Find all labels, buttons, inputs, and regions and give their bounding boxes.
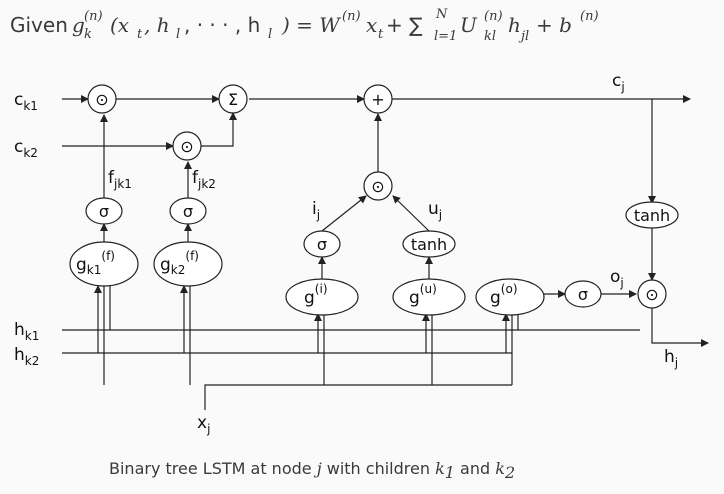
label-ij: ij <box>312 199 320 222</box>
sigma-node-f1: σ <box>85 197 123 225</box>
operator-nodes: ⊙ ⊙ Σ + ⊙ ⊙ σ σ <box>85 84 679 309</box>
label-fjk2: fjk2 <box>192 168 216 191</box>
svg-text:, h: , h <box>144 13 170 37</box>
sum-node: Σ <box>218 84 248 114</box>
svg-text:σ: σ <box>99 202 109 221</box>
g-node-update: g(u) <box>392 278 466 316</box>
svg-text:(n): (n) <box>84 9 103 24</box>
label-hk2: hk2 <box>14 345 39 368</box>
svg-text:tanh: tanh <box>411 235 447 254</box>
input-labels: ck1 ck2 hk1 hk2 xj cj hj <box>14 71 678 436</box>
svg-text:Given: Given <box>10 13 68 37</box>
g-node-output: g(o) <box>475 278 545 316</box>
svg-text:gk1(f): gk1(f) <box>76 249 115 277</box>
svg-text:g: g <box>72 13 85 37</box>
svg-text:⊙: ⊙ <box>180 137 193 156</box>
g-node-input: g(i) <box>285 278 359 316</box>
svg-text:(n): (n) <box>580 9 599 24</box>
svg-text:(n): (n) <box>342 9 361 24</box>
label-ck1: ck1 <box>14 90 38 113</box>
svg-text:t: t <box>378 27 384 42</box>
header-equation: Given g k (n) (x t , h l , · · · , h l )… <box>10 7 599 44</box>
svg-text:tanh: tanh <box>634 206 670 225</box>
svg-text:⊙: ⊙ <box>645 285 658 304</box>
svg-text:l=1: l=1 <box>434 29 457 44</box>
gate-labels: fjk1 fjk2 ij uj oj <box>108 168 624 290</box>
svg-text:g(o): g(o) <box>490 282 518 308</box>
svg-text:+: + <box>371 90 384 109</box>
svg-text:x: x <box>366 13 377 37</box>
svg-text:, · · · , h: , · · · , h <box>184 13 260 37</box>
svg-text:N: N <box>435 7 448 22</box>
g-node-k1-forget: gk1(f) <box>69 241 139 287</box>
svg-text:σ: σ <box>578 285 588 304</box>
label-xj: xj <box>197 413 210 436</box>
sigma-node-f2: σ <box>169 197 207 225</box>
g-node-k2-forget: gk2(f) <box>153 241 223 287</box>
svg-text:(x: (x <box>110 13 129 37</box>
label-hj: hj <box>664 347 678 370</box>
svg-text:Binary tree LSTM at node j wit: Binary tree LSTM at node j with children… <box>109 459 515 482</box>
mul-node-output: ⊙ <box>637 279 667 309</box>
svg-text:kl: kl <box>484 29 496 44</box>
mul-node-ck1: ⊙ <box>87 84 117 114</box>
svg-text:jl: jl <box>518 29 529 44</box>
tanh-node-u: tanh <box>402 230 456 258</box>
plus-node: + <box>363 84 393 114</box>
sigma-node-o: σ <box>564 280 602 308</box>
label-cj: cj <box>612 71 625 94</box>
svg-text:gk2(f): gk2(f) <box>160 249 199 277</box>
svg-text:σ: σ <box>183 202 193 221</box>
svg-text:Σ: Σ <box>228 90 238 109</box>
label-oj: oj <box>610 267 624 290</box>
label-fjk1: fjk1 <box>108 168 132 191</box>
svg-text:) = W: ) = W <box>281 13 341 37</box>
svg-text:g(u): g(u) <box>409 282 437 308</box>
svg-text:(n): (n) <box>484 9 503 24</box>
svg-text:σ: σ <box>317 235 327 254</box>
svg-text:+ ∑: + ∑ <box>386 13 423 37</box>
mul-node-iu: ⊙ <box>363 171 393 201</box>
g-nodes: gk1(f) gk2(f) g(i) g(u) g(o) <box>69 241 545 316</box>
svg-text:t: t <box>137 27 143 42</box>
svg-text:⊙: ⊙ <box>95 90 108 109</box>
svg-text:k: k <box>84 27 92 42</box>
svg-text:l: l <box>268 27 272 42</box>
label-uj: uj <box>428 199 442 222</box>
svg-text:+ b: + b <box>536 13 572 37</box>
svg-text:g(i): g(i) <box>304 282 328 308</box>
wires <box>62 95 709 410</box>
sigma-node-i: σ <box>303 230 341 258</box>
caption: Binary tree LSTM at node j with children… <box>109 459 515 482</box>
label-ck2: ck2 <box>14 137 38 160</box>
svg-text:⊙: ⊙ <box>371 177 384 196</box>
svg-text:h: h <box>508 13 521 37</box>
label-hk1: hk1 <box>14 320 39 343</box>
tanh-node-output: tanh <box>625 201 679 229</box>
svg-text:l: l <box>176 27 180 42</box>
mul-node-ck2: ⊙ <box>172 131 202 161</box>
svg-text:U: U <box>460 13 478 37</box>
